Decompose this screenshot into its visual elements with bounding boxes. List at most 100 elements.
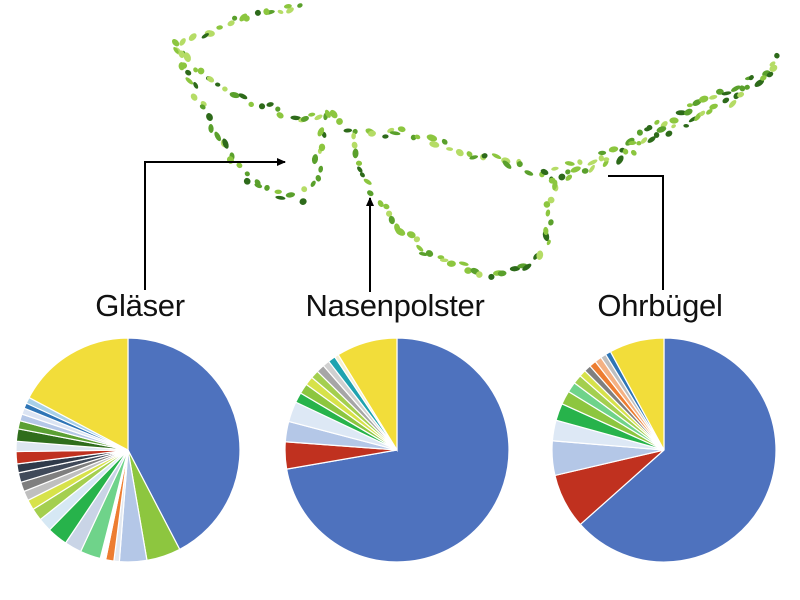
glasses-dot [603, 157, 610, 162]
glasses-dot [616, 155, 624, 165]
glasses-dot [343, 128, 353, 133]
glasses-dot [716, 88, 724, 95]
pie-slice [337, 337, 398, 453]
glasses-dot [455, 148, 464, 157]
glasses-dot [355, 160, 363, 166]
glasses-dot [239, 13, 248, 22]
glasses-dot [236, 162, 243, 169]
glasses-dot [179, 38, 186, 46]
glasses-dot [315, 175, 322, 182]
glasses-dot [766, 71, 774, 78]
glasses-dot [215, 82, 221, 87]
glasses-dot [774, 52, 780, 59]
glasses-dot [389, 131, 401, 136]
glasses-dot [318, 165, 324, 173]
glasses-dot [324, 109, 331, 118]
glasses-dot [551, 166, 559, 171]
glasses-dot [208, 124, 214, 133]
glasses-dot [263, 8, 270, 16]
glasses-dot [214, 131, 222, 142]
glasses-dot [395, 227, 406, 236]
glasses-dot [286, 7, 294, 14]
pie-chart-glaeser [15, 337, 241, 563]
glasses-dot [171, 38, 180, 47]
glasses-dot [577, 159, 583, 165]
glasses-dot [675, 110, 687, 116]
glasses-dot [258, 103, 266, 110]
glasses-dot [558, 173, 566, 181]
glasses-dot [731, 85, 741, 92]
glasses-dot [692, 99, 702, 106]
glasses-dot [439, 258, 449, 263]
glasses-dot [683, 123, 689, 128]
glasses-dot [254, 9, 261, 16]
glasses-dot [185, 69, 192, 76]
glasses-dot [308, 112, 316, 117]
glasses-dot [699, 110, 706, 117]
glasses-dot [760, 75, 767, 81]
glasses-dot [598, 150, 607, 156]
pie-slice [127, 337, 241, 551]
glasses-dot [311, 154, 319, 165]
glasses-dot [188, 33, 197, 41]
glasses-dot [543, 201, 551, 208]
glasses-dot [469, 155, 479, 160]
glasses-dot [429, 141, 440, 148]
glasses-dot [388, 215, 395, 225]
glasses-dot [709, 95, 718, 100]
glasses-dot [290, 115, 301, 121]
glasses-dot [414, 134, 421, 140]
glasses-dot [630, 149, 637, 156]
glasses-dot [227, 20, 235, 27]
glasses-dot [588, 164, 595, 173]
glasses-dot [647, 136, 656, 143]
glasses-dot [178, 50, 185, 58]
glasses-dot [285, 192, 296, 198]
glasses-dot [640, 137, 648, 144]
glasses-dot [628, 140, 637, 146]
glasses-dot [238, 93, 248, 100]
glasses-dot [193, 67, 199, 73]
glasses-dot [254, 183, 263, 189]
glasses-dot [197, 67, 205, 75]
pie-chart-nasenpolster [284, 337, 510, 563]
glasses-dot [425, 250, 434, 257]
glasses-dot [383, 203, 390, 210]
glasses-dot [352, 148, 359, 159]
glasses-dot [185, 77, 194, 85]
glasses-dot [728, 99, 737, 108]
glasses-dot [437, 255, 445, 260]
glasses-dot [547, 196, 555, 204]
pie-slice [285, 337, 510, 563]
glasses-dot [351, 132, 356, 140]
glasses-dot [656, 126, 667, 133]
glasses-dot [524, 170, 534, 176]
glasses-dot [475, 271, 483, 278]
pie-title-nasenpolster: Nasenpolster [305, 288, 485, 323]
glasses-dot [248, 101, 254, 108]
glasses-dot [744, 84, 750, 90]
glasses-dot [229, 92, 240, 99]
glasses-dot [206, 113, 213, 121]
pie-slice [609, 337, 665, 451]
glasses-dot [276, 112, 284, 119]
glasses-dot [199, 104, 206, 110]
glasses-dot [178, 62, 185, 71]
glasses-dot [660, 121, 668, 128]
glasses-dot [426, 134, 438, 142]
glasses-dot [608, 146, 619, 153]
pie-title-glaeser: Gläser [95, 288, 185, 323]
glasses-dot [622, 148, 629, 155]
glasses-dot [329, 109, 338, 119]
glasses-dot [516, 161, 523, 168]
glasses-dot [737, 91, 745, 98]
glasses-dot [406, 231, 416, 239]
glasses-dot [183, 52, 191, 63]
glasses-dot [363, 178, 372, 185]
glasses-dot [709, 103, 718, 110]
glasses-dot [275, 106, 281, 112]
glasses-dot [357, 166, 363, 173]
